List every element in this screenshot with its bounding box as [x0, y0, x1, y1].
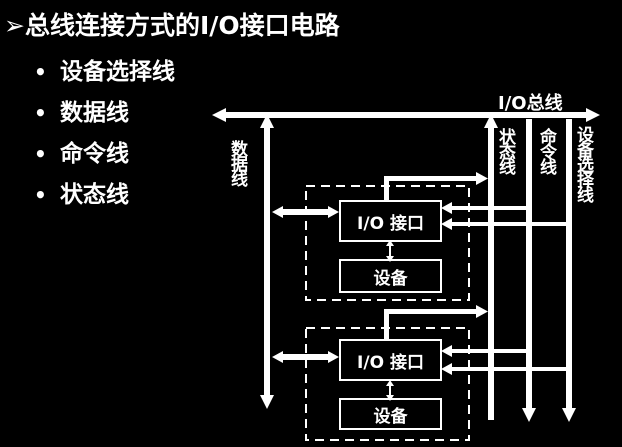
- bullet-dot-icon: •: [34, 60, 47, 84]
- module1-interface-label: I/O 接口: [357, 213, 424, 234]
- module2-select-in: [450, 367, 569, 371]
- module1-select-head: [441, 218, 452, 230]
- command-line-label: 命令线: [536, 128, 556, 173]
- module1-dashed-frame: [305, 185, 470, 301]
- bullet-item: • 数据线: [34, 93, 175, 134]
- bullet-list: • 设备选择线 • 数据线 • 命令线 • 状态线: [34, 52, 175, 216]
- data-line-arrow: [260, 114, 274, 409]
- module2-status-right: [384, 309, 478, 314]
- module2-dashed-frame: [305, 327, 470, 441]
- bullet-item: • 状态线: [34, 175, 175, 216]
- module2-device-box: [339, 398, 442, 430]
- bullet-dot-icon: •: [34, 142, 47, 166]
- module2-status-head: [476, 305, 488, 318]
- module1-status-head: [476, 172, 488, 185]
- io-bus-label: I/O总线: [498, 93, 563, 114]
- slide-title: ➢总线连接方式的I/O接口电路: [4, 11, 340, 40]
- module1-device-box: [339, 259, 442, 293]
- bullet-text: 状态线: [60, 182, 129, 208]
- status-line-label: 状态线: [495, 128, 515, 173]
- command-line-arrow: [522, 119, 536, 422]
- bullet-text: 命令线: [60, 141, 129, 167]
- bullet-text: 设备选择线: [60, 59, 175, 85]
- module1-command-head: [441, 202, 452, 214]
- module2-data-arrow: [272, 351, 339, 363]
- module2-device-label: 设备: [373, 406, 408, 427]
- module2-interface-label: I/O 接口: [357, 352, 424, 373]
- module2-command-in: [450, 349, 529, 353]
- status-line-arrow: [484, 114, 498, 420]
- module2-status-up: [384, 312, 389, 339]
- module1-device-label: 设备: [373, 268, 408, 289]
- device-select-line-arrow: [562, 119, 576, 422]
- device-select-line-label: 设备选择线: [573, 126, 593, 201]
- module2-command-head: [441, 345, 452, 357]
- module2-device-link: [389, 384, 391, 397]
- module1-command-in: [450, 206, 529, 210]
- bullet-dot-icon: •: [34, 101, 47, 125]
- bullet-text: 数据线: [60, 100, 129, 126]
- module2-interface-box: [339, 339, 442, 381]
- module1-device-link: [389, 244, 391, 258]
- module1-status-up: [384, 179, 389, 200]
- module1-select-in: [450, 222, 569, 226]
- bullet-item: • 命令线: [34, 134, 175, 175]
- data-line-label: 数据线: [227, 140, 247, 185]
- bullet-item: • 设备选择线: [34, 52, 175, 93]
- io-bus-arrow: [212, 108, 600, 122]
- module2-select-head: [441, 363, 452, 375]
- bullet-dot-icon: •: [34, 183, 47, 207]
- module1-interface-box: [339, 200, 442, 242]
- module1-status-right: [384, 176, 478, 181]
